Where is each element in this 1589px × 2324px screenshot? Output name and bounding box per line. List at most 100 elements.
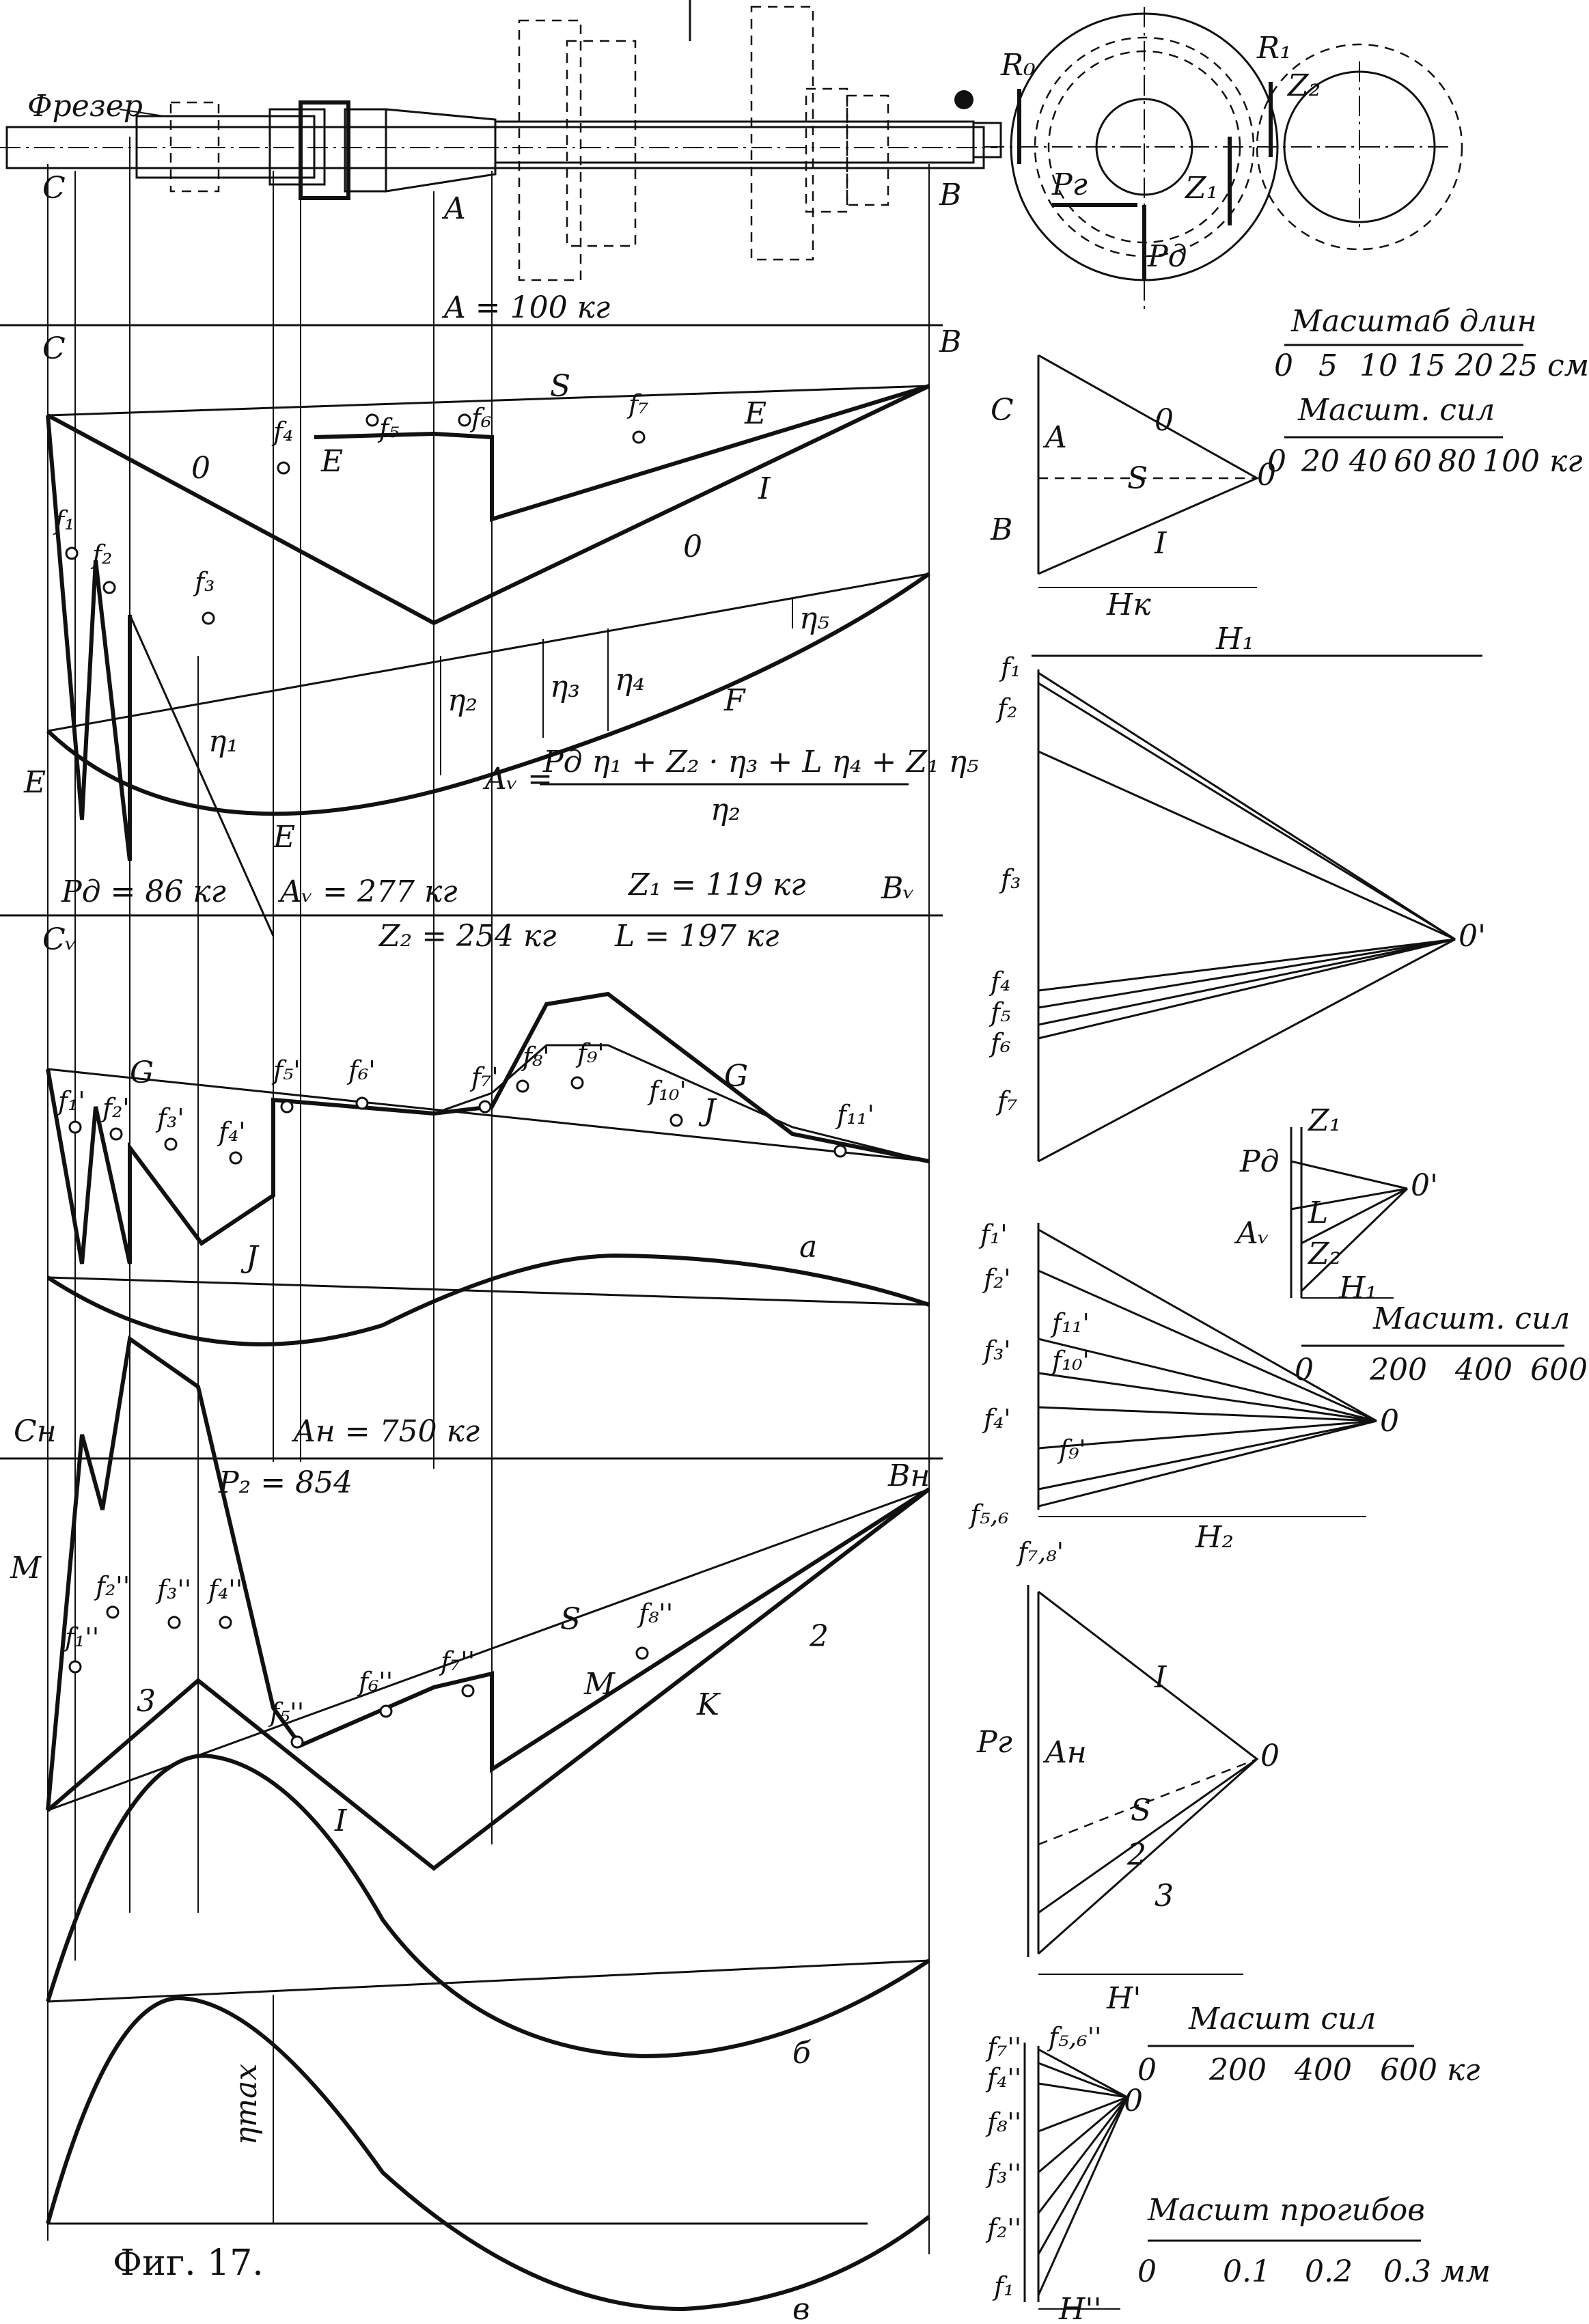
label-G-b: G — [724, 1059, 748, 1094]
force-Av: Aᵥ = 277 кг — [277, 874, 458, 909]
force-scale-1-title: Масшт. сил — [1297, 393, 1495, 428]
poly2-f: f₄ — [989, 967, 1010, 997]
poly1-label-B: B — [990, 512, 1012, 547]
poly2-f: f₇ — [995, 1086, 1017, 1116]
f3-label: f₃ — [193, 567, 215, 597]
label-Z1-gear: Z₁ — [1184, 171, 1218, 206]
label-A-spindle: A — [441, 191, 466, 226]
label-one-p1: I — [758, 471, 771, 506]
figure-caption: Фиг. 17. — [113, 2243, 264, 2284]
f2p-label: f₂' — [100, 1093, 130, 1123]
label-O-p1b: 0 — [683, 529, 702, 564]
poly1-label-S: S — [1127, 461, 1148, 496]
f8pp-label: f₈'' — [637, 1599, 673, 1629]
label-three-p3: 3 — [137, 1684, 156, 1719]
poly3-f: f₃' — [982, 1336, 1011, 1366]
label-two-p3: 2 — [809, 1619, 829, 1654]
label-S-p1: S — [550, 369, 570, 404]
f7pp-label: f₇'' — [439, 1646, 475, 1676]
f3p-label: f₃' — [155, 1103, 184, 1133]
force-scale-1: Масшт. сил 0 20 40 60 80 100 кг — [1267, 393, 1582, 479]
deflection-tick: 0.1 — [1223, 2254, 1271, 2289]
deflection-tick: 0.3 мм — [1383, 2254, 1491, 2289]
label-B-spindle: B — [939, 178, 961, 212]
panel-2: Pд = 86 кг Aᵥ = 277 кг Z₂ = 254 кг Z₁ = … — [0, 868, 943, 1346]
formula-lhs: Aᵥ = — [482, 762, 553, 797]
label-Pd-gear: Pд — [1147, 239, 1187, 274]
poly2-H: H₁ — [1215, 622, 1254, 656]
f4pp-label: f₄'' — [206, 1575, 243, 1605]
poly1-label-O: 0 — [1155, 403, 1174, 438]
f4p-label: f₄' — [217, 1117, 246, 1147]
force1-tick: 60 — [1394, 444, 1432, 479]
force3-tick: 400 — [1294, 2053, 1352, 2088]
poly1-label-A: A — [1042, 420, 1067, 455]
label-Cv: Cᵥ — [42, 922, 77, 957]
poly5-f: f₄'' — [985, 2063, 1021, 2093]
label-B-p1: B — [939, 324, 961, 359]
deflection-tick: 0.2 — [1305, 2254, 1353, 2289]
deflection-curves: б ηmax в — [46, 1753, 930, 2324]
load-pins — [65, 413, 847, 1749]
force-Ah: Aн = 750 кг — [291, 1414, 480, 1449]
force1-tick: 40 — [1349, 444, 1387, 479]
force1-tick: 100 кг — [1482, 444, 1582, 479]
eta-3: η₃ — [550, 669, 580, 704]
length-scale: Масштаб длин 0 5 10 15 20 25 см — [1274, 304, 1589, 383]
f2pp-label: f₂'' — [94, 1571, 130, 1601]
panel-3: Cн Bн Aн = 750 кг P₂ = 854 M M S K 2 3 I — [0, 1335, 943, 1871]
poly4-three: 3 — [1155, 1879, 1174, 1913]
poly5-f: f₃'' — [985, 2159, 1021, 2189]
force-Z2: Z₂ = 254 кг — [378, 919, 557, 954]
label-E-p1a: E — [320, 444, 343, 479]
poly4-two: 2 — [1127, 1838, 1146, 1872]
force-L: L = 197 кг — [614, 919, 779, 954]
f6pp-label: f₆'' — [357, 1667, 393, 1697]
force-polygon-2: H₁ 0' f₁ f₂ f₃ f₄ f₅ f₆ f₇ — [989, 622, 1486, 1163]
length-tick: 10 — [1359, 348, 1398, 383]
cutter-label: Фрезер — [27, 89, 143, 124]
poly3-f: f₉' — [1057, 1435, 1086, 1465]
force3-tick: 0 — [1137, 2053, 1157, 2088]
f1-label: f₁ — [53, 506, 74, 536]
force-polygon-1: C A B S 0 I 0 Hк — [990, 354, 1276, 622]
length-tick: 25 см — [1499, 348, 1589, 383]
f7-label: f₇ — [626, 389, 648, 419]
force3-tick: 600 кг — [1380, 2053, 1480, 2088]
f5-label: f₅ — [377, 413, 399, 443]
f1pp-label: f₁'' — [63, 1622, 99, 1652]
small-H1: H₁ — [1338, 1271, 1377, 1305]
force3-tick: 200 — [1208, 2053, 1267, 2088]
poly1-Hk: Hк — [1106, 587, 1151, 622]
force2-tick: 0 — [1295, 1353, 1314, 1387]
label-E-p1d: E — [273, 820, 295, 855]
eta-2: η₂ — [447, 683, 478, 718]
small-L: L — [1308, 1195, 1328, 1230]
poly4-Hprime: H' — [1106, 1981, 1141, 2016]
force-scale-3: Масшт сил 0 200 400 600 кг — [1137, 2002, 1480, 2088]
label-E-p1c: E — [23, 765, 46, 800]
force-polygon-small: Z₁ Pд Aᵥ L Z₂ H₁ 0' — [1234, 1103, 1438, 1305]
label-J-a: J — [240, 1240, 260, 1275]
load-labels: f₁ f₂ f₃ f₄ f₅ f₆ f₇ f₁' f₂' f₃' f₄' f₅'… — [53, 389, 874, 1728]
small-pole: 0' — [1411, 1168, 1438, 1203]
poly2-f: f₂ — [995, 693, 1017, 723]
poly5-f: f₈'' — [985, 2107, 1021, 2138]
label-S-p3: S — [560, 1602, 581, 1637]
eta-1: η₁ — [208, 724, 238, 759]
poly4-pole: 0 — [1260, 1739, 1280, 1773]
f1p-label: f₁' — [56, 1086, 85, 1116]
length-tick: 15 — [1407, 348, 1446, 383]
poly2-f: f₆ — [989, 1028, 1010, 1058]
label-C-p1: C — [42, 331, 66, 366]
poly2-f: f₁ — [999, 652, 1021, 682]
poly4-one: I — [1154, 1660, 1167, 1695]
poly3-f: f₅,₆ — [968, 1499, 1009, 1530]
poly4-Ah: Aн — [1042, 1735, 1087, 1770]
force-P2: P₂ = 854 — [218, 1465, 353, 1500]
label-one-p3: I — [334, 1803, 348, 1838]
f5pp-label: f₅'' — [268, 1698, 304, 1728]
poly3-f: f₄' — [982, 1404, 1011, 1434]
force-Z1: Z₁ = 119 кг — [627, 868, 806, 902]
